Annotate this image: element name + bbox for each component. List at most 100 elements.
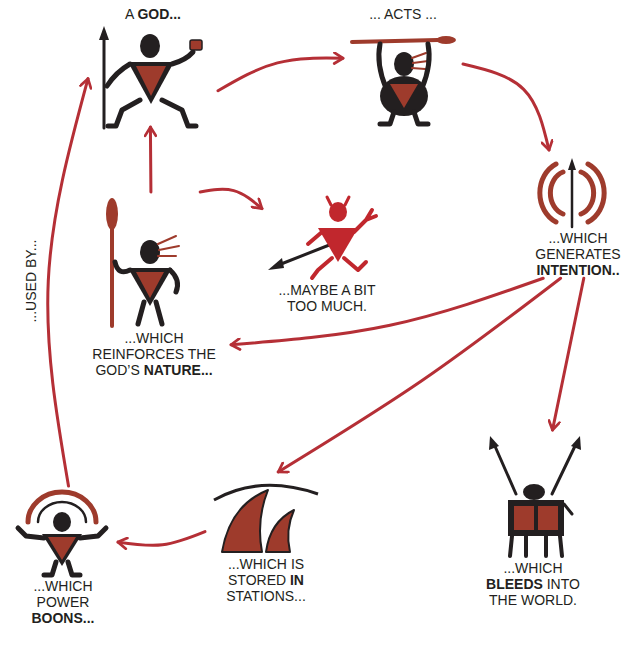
animal-figure-part: [494, 444, 516, 494]
animal-figure-part: [510, 536, 562, 556]
devil-figure-part: [312, 258, 332, 278]
acting-figure-part: [380, 76, 428, 116]
acting-figure: [352, 36, 456, 124]
caption-word: ACTS: [384, 6, 425, 22]
acting-figure-part: [352, 40, 438, 42]
nature-figure-part: [138, 302, 144, 324]
god-figure-part: [190, 40, 202, 50]
god-figure-part: [136, 66, 166, 96]
boon-figure-part: [48, 537, 76, 560]
god-figure-part: [107, 64, 130, 86]
caption-word: ...WHICH: [228, 556, 291, 572]
animal-figure-part: [571, 436, 581, 450]
caption-word: BOONS...: [31, 610, 94, 626]
devil-figure-part: [327, 197, 349, 205]
caption-word: GOD’S: [95, 362, 143, 378]
caption-word: ...MAYBE: [278, 282, 341, 298]
devil-figure-part: [344, 258, 366, 270]
caption-word: THE: [188, 346, 216, 362]
acting-figure-part: [390, 84, 418, 108]
animal-figure-part: [508, 500, 564, 536]
flow-arrow: [149, 127, 153, 192]
flow-arrow: [231, 278, 543, 344]
caption-word: ...WHICH: [548, 230, 607, 246]
caption-word: IN: [290, 572, 304, 588]
nature-figure-part: [170, 270, 178, 292]
station-symbol-part: [222, 490, 268, 552]
figure-node: ...MAYBE A BIT TOO MUCH.: [262, 190, 392, 314]
flow-arrow: [200, 189, 262, 208]
devil-figure-part: [268, 258, 284, 270]
caption-word: A: [125, 6, 137, 22]
figure-node: ...WHICH REINFORCES THE GOD’S NATURE...: [77, 192, 231, 378]
intention-symbol-part: [568, 158, 576, 170]
flow-arrow: [553, 278, 584, 430]
animal-figure-part: [552, 444, 576, 494]
acting-figure-part: [414, 112, 428, 124]
caption-word: GENERATES: [535, 246, 620, 262]
figure-node: ...WHICH IS STORED IN STATIONS...: [205, 472, 327, 604]
nature-figure-part: [136, 272, 164, 298]
intention-symbol-part: [581, 172, 594, 214]
devil-figure-part: [318, 228, 358, 262]
caption-word: BIT: [354, 282, 376, 298]
intention-symbol-part: [571, 168, 574, 227]
acting-figure-part: [436, 36, 456, 44]
god-figure-part: [99, 26, 109, 40]
boon-figure-part: [53, 512, 71, 532]
nature-figure: [106, 198, 179, 326]
god-figure-part: [108, 100, 140, 126]
nature-figure-part: [115, 262, 130, 272]
nature-figure-part: [128, 268, 172, 306]
boon-figure: [18, 492, 106, 575]
caption-word: MUCH.: [321, 298, 367, 314]
devil-figure-part: [308, 232, 322, 244]
god-figure-part: [140, 34, 160, 58]
animal-figure-part: [489, 436, 499, 450]
caption-text: A GOD...: [125, 6, 181, 22]
boon-figure-part: [18, 528, 44, 538]
caption-text: ...WHICH POWER BOONS...: [22, 578, 104, 626]
caption-text: ...WHICH REINFORCES THE GOD’S NATURE...: [81, 330, 227, 378]
caption-word: POWER: [37, 594, 90, 610]
caption-word: IS: [291, 556, 304, 572]
caption-word: ...: [425, 6, 437, 22]
caption-word: THE: [489, 592, 521, 608]
flow-arrow: [218, 58, 343, 91]
acting-figure-part: [379, 44, 386, 88]
devil-figure: [268, 197, 376, 278]
figure-node: ...WHICH GENERATES INTENTION..: [520, 150, 636, 278]
caption-word: WORLD.: [521, 592, 577, 608]
god-figure-part: [172, 52, 193, 64]
caption-word: NATURE...: [144, 362, 213, 378]
caption-word: GOD...: [137, 6, 181, 22]
acting-figure-part: [422, 44, 429, 88]
boon-figure-part: [68, 562, 80, 575]
caption-word: INTO: [547, 576, 580, 592]
caption-text: ...WHICH GENERATES INTENTION..: [524, 230, 632, 278]
intention-symbol: [540, 158, 604, 227]
boon-figure-part: [44, 562, 56, 575]
caption-word: TOO: [287, 298, 321, 314]
caption-word: ...WHICH: [503, 560, 562, 576]
animal-figure-part: [523, 484, 545, 500]
acting-figure-part: [394, 52, 414, 76]
caption-text: ...WHICH BLEEDS INTO THE WORLD.: [476, 560, 590, 608]
edge-label: ...USED BY...: [23, 236, 39, 325]
boon-figure-part: [80, 528, 106, 538]
caption-word: ...: [369, 6, 384, 22]
god-figure-part: [162, 100, 196, 126]
caption-text: ... ACTS ...: [369, 6, 437, 22]
flow-arrow: [118, 532, 205, 546]
animal-figure-part: [564, 504, 572, 514]
nature-figure-part: [156, 302, 162, 324]
animal-figure: [489, 436, 581, 556]
caption-word: INTENTION..: [536, 262, 619, 278]
nature-figure-part: [106, 198, 118, 230]
nature-figure-part: [158, 236, 179, 256]
caption-text: ...WHICH IS STORED IN STATIONS...: [214, 556, 318, 604]
station-symbol-part: [266, 510, 294, 552]
figure-node: ...WHICH BLEEDS INTO THE WORLD.: [468, 430, 598, 608]
animal-figure-part: [514, 506, 534, 530]
